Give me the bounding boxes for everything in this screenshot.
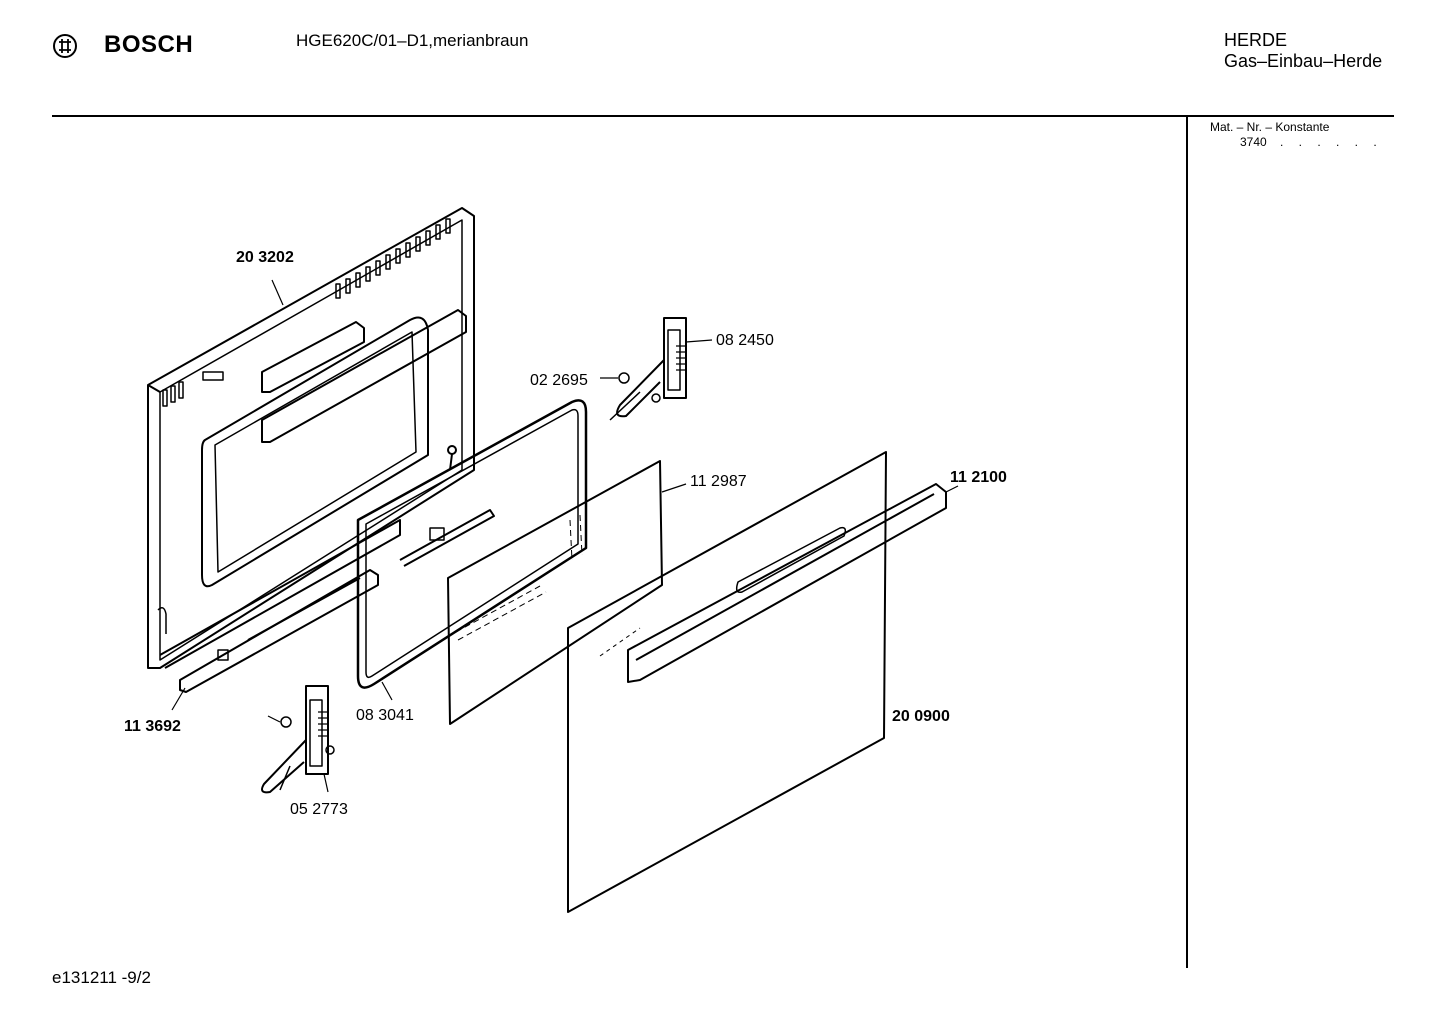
sidebar-divider <box>1186 116 1188 968</box>
part-label-08-2450: 08 2450 <box>716 332 774 349</box>
hinge-left-part <box>261 685 335 794</box>
gasket-frame-part <box>356 399 588 689</box>
part-label-02-2695: 02 2695 <box>530 372 588 389</box>
part-label-20-3202: 20 3202 <box>236 249 294 266</box>
material-number-dots: . . . . . . <box>1280 135 1383 149</box>
model-title: HGE620C/01–D1,merianbraun <box>296 31 529 50</box>
handle-part <box>627 483 947 683</box>
inner-door-panel-part <box>147 207 475 669</box>
outer-glass-panel-part <box>567 451 887 913</box>
drawing-reference: e131211 -9/2 <box>52 968 151 987</box>
material-number-label: Mat. – Nr. – Konstante <box>1210 120 1330 134</box>
leader-line <box>171 687 186 711</box>
brand-name: BOSCH <box>104 31 194 58</box>
hinge-right-part <box>609 317 687 421</box>
header-divider <box>52 115 1394 117</box>
part-label-05-2773: 05 2773 <box>290 801 348 818</box>
leader-line <box>381 681 393 701</box>
bosch-logo-icon <box>52 33 78 59</box>
part-label-11-3692: 11 3692 <box>124 718 181 735</box>
leader-line <box>661 483 687 493</box>
leader-line <box>945 485 959 493</box>
part-label-11-2987: 11 2987 <box>690 473 747 490</box>
inner-glass-part <box>447 460 663 725</box>
part-label-11-2100: 11 2100 <box>950 469 1007 486</box>
leader-line <box>267 715 281 723</box>
category-heading: HERDE Gas–Einbau–Herde <box>1224 30 1382 72</box>
part-label-20-0900: 20 0900 <box>892 708 950 725</box>
category-line-2: Gas–Einbau–Herde <box>1224 51 1383 71</box>
category-line-1: HERDE <box>1224 30 1288 50</box>
leader-line <box>323 773 329 793</box>
leader-line <box>685 339 713 343</box>
material-number-value: 3740 <box>1240 135 1267 149</box>
leader-line <box>271 279 284 306</box>
bottom-strip-part <box>179 569 379 693</box>
part-label-08-3041: 08 3041 <box>356 707 414 724</box>
